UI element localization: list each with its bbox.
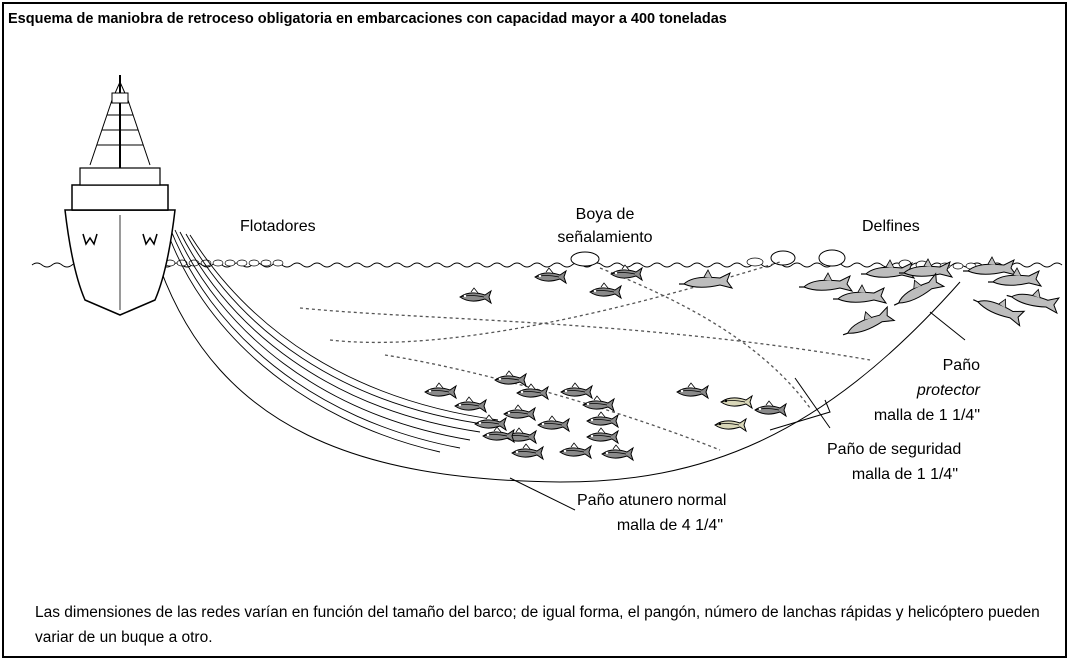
label-protector-line1: Paño	[942, 357, 980, 374]
label-boya-line1: Boya de	[575, 206, 635, 223]
label-delfines: Delfines	[862, 218, 920, 235]
purse-seiner-vessel	[64, 75, 176, 316]
main-net-curve	[159, 267, 961, 483]
purse-lines	[164, 224, 499, 453]
label-seguridad-line1: Paño de seguridad	[827, 441, 962, 458]
label-protector-line2: protector	[916, 382, 980, 399]
label-protector-line3: malla de 1 1/4"	[873, 407, 980, 424]
label-atunero-line1: Paño atunero normal	[577, 492, 727, 509]
figure-title: Esquema de maniobra de retroceso obligat…	[8, 11, 727, 27]
label-atunero-line2: malla de 4 1/4"	[616, 517, 723, 534]
safety-panel-lines	[509, 311, 966, 511]
net-x-lines	[299, 261, 871, 451]
label-flotadores: Flotadores	[240, 218, 316, 235]
label-boya-line2: señalamiento	[557, 229, 653, 246]
dolphin-group	[678, 256, 1063, 340]
tuna-school	[424, 264, 787, 461]
buoys	[570, 249, 846, 267]
label-seguridad-line2: malla de 1 1/4"	[851, 466, 958, 483]
footnote: Las dimensiones de las redes varían en f…	[35, 604, 1040, 646]
